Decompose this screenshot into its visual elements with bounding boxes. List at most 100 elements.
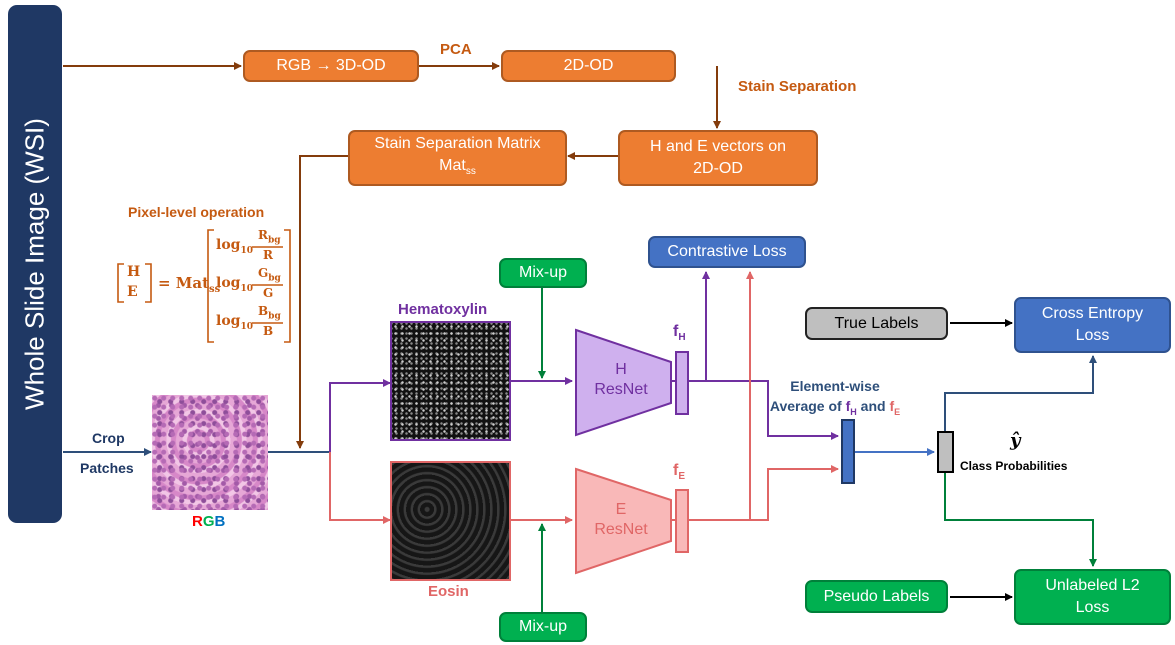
mixup-top-label: Mix-up [518, 264, 567, 281]
eq-log-r-text: log [216, 237, 241, 253]
eq-r-den: R [263, 248, 273, 262]
element-wise-fe: fE [889, 398, 901, 417]
stain-matrix-sub: ss [465, 166, 476, 178]
pseudo-labels-label: Pseudo Labels [823, 587, 930, 605]
arrow-probabilities-to-unlabeled [944, 472, 1097, 567]
equation: H E = Matss log10 Rbg R log10 Gbg G log1… [0, 0, 281, 338]
fe-label: fE [673, 461, 685, 487]
mixup-top-box: Mix-up [499, 258, 587, 288]
rgb-to-od-label: RGB → 3D-OD [276, 57, 386, 74]
pseudo-labels-box: Pseudo Labels [805, 580, 948, 613]
rgb-label: RGB [192, 512, 225, 532]
eq-r-num: Rbg [258, 228, 281, 245]
rgb-patch-image [152, 395, 268, 510]
mixup-bottom-box: Mix-up [499, 612, 587, 642]
rgb-label-g: G [202, 513, 215, 530]
eq-log-b-text: log [216, 313, 241, 329]
eq-e: E [127, 284, 138, 300]
eq-b-den: B [263, 324, 274, 338]
probabilities-vector [937, 431, 954, 473]
crop-label: Crop [92, 430, 125, 446]
arrow-probabilities-to-cross-entropy [944, 355, 1097, 432]
wsi-bar [8, 5, 62, 523]
fh-label: fH [673, 322, 686, 348]
true-labels-box: True Labels [805, 307, 948, 340]
arrow-fe-to-contrastive [688, 271, 754, 521]
stain-matrix-line1: Stain Separation Matrix [374, 134, 541, 152]
eq-log-g-sub: 10 [240, 283, 253, 294]
pixel-level-label: Pixel-level operation [128, 204, 265, 220]
eq-mat-text: = Mat [158, 274, 210, 292]
h-resnet-line2: ResNet [594, 381, 648, 398]
e-resnet-trapezoid [575, 467, 672, 575]
element-wise-line2: Average of fH and fE [760, 396, 910, 422]
rgb-label-r: R [192, 513, 203, 530]
eq-g-num-sub: bg [268, 273, 281, 284]
true-labels-label: True Labels [834, 314, 919, 332]
stain-matrix-box: Stain Separation Matrix Matss [348, 130, 567, 186]
e-resnet-label: E ResNet [576, 500, 666, 540]
eq-r-num-text: R [258, 228, 268, 242]
h-resnet-label: H ResNet [576, 360, 666, 400]
fe-feature-vector [675, 489, 689, 553]
eq-g-num: Gbg [258, 266, 281, 283]
arrow-matrix-to-pixel-op [296, 155, 348, 449]
he-vectors-box: H and E vectors on 2D-OD [618, 130, 818, 186]
arrow-split-to-hematoxylin [329, 379, 391, 452]
element-wise-average: Average of [769, 398, 842, 414]
fh-feature-vector [675, 351, 689, 415]
element-wise-fh: fH [846, 398, 857, 417]
h-resnet-trapezoid [575, 328, 672, 437]
arrow-split-to-eosin [329, 452, 391, 524]
e-resnet-line1: E [615, 501, 627, 518]
eq-b-num: Bbg [258, 304, 281, 321]
eq-log-b-sub: 10 [240, 321, 253, 332]
he-vectors-line1: H and E vectors on [649, 138, 787, 155]
rgb-to-od-box: RGB → 3D-OD [243, 50, 419, 82]
eq-b-num-sub: bg [268, 311, 281, 322]
element-wise-fe-sub: E [894, 406, 901, 417]
eq-log-g-text: log [216, 275, 241, 291]
cross-entropy-line1: Cross Entropy [1041, 305, 1144, 322]
stain-separation-label: Stain Separation [738, 78, 857, 95]
eq-g-num-text: G [258, 266, 269, 280]
element-wise-line1: Element-wise [790, 378, 880, 394]
eq-mat: = Matss [158, 274, 220, 295]
eq-log-g: log10 [216, 275, 253, 294]
unlabeled-l2-loss-box: Unlabeled L2 Loss [1014, 569, 1171, 625]
mixup-bottom-label: Mix-up [518, 618, 567, 635]
vector-left-bracket [117, 263, 124, 303]
eq-b-num-text: B [258, 304, 269, 318]
hematoxylin-image [390, 321, 511, 441]
eq-h: H [127, 264, 141, 280]
element-wise-fh-sub: H [850, 406, 857, 417]
eq-log-b: log10 [216, 313, 253, 332]
eq-r-num-sub: bg [267, 235, 281, 246]
cross-entropy-line2: Loss [1075, 327, 1110, 344]
y-hat-label: ŷ [1010, 430, 1021, 451]
he-vectors-line2: 2D-OD [693, 160, 743, 177]
matrix-right-bracket [284, 229, 291, 343]
stain-matrix-line2: Matss [439, 155, 476, 183]
arrow-fe-to-average [750, 465, 839, 521]
eq-mat-sub: ss [209, 284, 221, 295]
unlabeled-l2-line2: Loss [1075, 599, 1110, 616]
element-wise-label: Element-wise Average of fH and fE [760, 376, 910, 422]
arrow-fh-to-contrastive [688, 271, 710, 382]
cross-entropy-loss-box: Cross Entropy Loss [1014, 297, 1171, 353]
patches-label: Patches [80, 460, 134, 476]
rgb-label-b: B [214, 513, 226, 530]
class-probabilities-label: Class Probabilities [960, 459, 1068, 473]
wsi-label: Whole Slide Image (WSI) [19, 118, 50, 410]
fh-f: f [673, 323, 679, 340]
eosin-image [390, 461, 511, 581]
stain-matrix-mat: Mat [439, 156, 466, 174]
matrix-left-bracket [207, 229, 214, 343]
fe-sub: E [678, 471, 685, 483]
eq-log-r: log10 [216, 237, 253, 256]
element-wise-fe-f: f [889, 398, 895, 414]
pca-label: PCA [440, 41, 472, 58]
od-2d-box: 2D-OD [501, 50, 676, 82]
od-2d-label: 2D-OD [563, 57, 614, 74]
